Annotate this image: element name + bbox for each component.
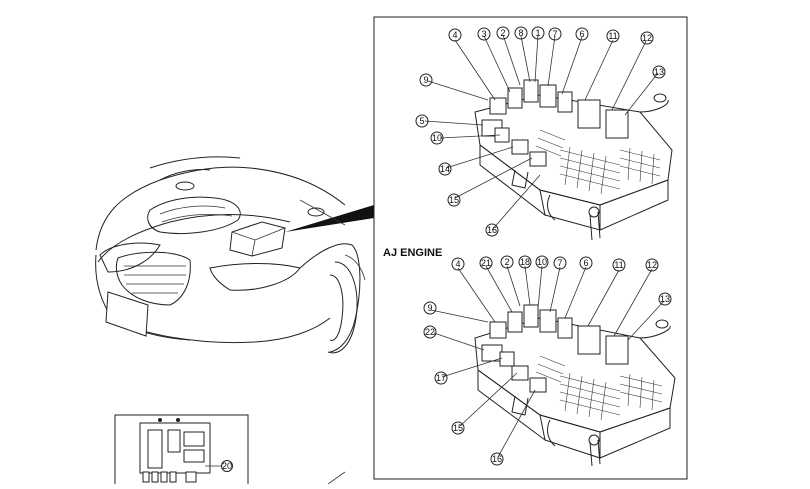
callout-top-7: 7 (548, 27, 562, 41)
callout-top-5: 5 (415, 114, 429, 128)
callout-top-1: 1 (531, 26, 545, 40)
callout-top-6: 6 (575, 27, 589, 41)
callout-top-9: 9 (419, 73, 433, 87)
svg-text:6: 6 (583, 258, 588, 268)
svg-text:7: 7 (552, 29, 557, 39)
callout-top-8: 8 (514, 26, 528, 40)
svg-text:13: 13 (660, 294, 670, 304)
callout-top-16: 16 (485, 223, 499, 237)
fuse-box-top (474, 79, 673, 241)
svg-text:9: 9 (423, 75, 428, 85)
svg-text:21: 21 (481, 258, 491, 268)
svg-text:14: 14 (440, 164, 450, 174)
svg-text:16: 16 (492, 454, 502, 464)
svg-text:7: 7 (557, 258, 562, 268)
callout-top-4: 4 (448, 28, 462, 42)
svg-text:12: 12 (642, 33, 652, 43)
callout-bottom-15: 15 (451, 421, 465, 435)
svg-text:16: 16 (487, 225, 497, 235)
svg-text:9: 9 (427, 303, 432, 313)
svg-text:4: 4 (455, 259, 460, 269)
leaders-top (424, 34, 659, 231)
callout-bottom-21: 21 (479, 256, 493, 270)
callout-bottom-2: 2 (500, 255, 514, 269)
svg-text:5: 5 (419, 116, 424, 126)
callout-bottom-18: 18 (518, 255, 532, 269)
callout-inset-20: 20 (222, 461, 232, 471)
svg-text:10: 10 (432, 133, 442, 143)
callout-top-3: 3 (477, 27, 491, 41)
svg-text:15: 15 (453, 423, 463, 433)
svg-text:13: 13 (654, 67, 664, 77)
svg-text:1: 1 (535, 28, 540, 38)
callout-top-10: 10 (430, 131, 444, 145)
callout-bottom-12: 12 (645, 258, 659, 272)
callout-bottom-9: 9 (423, 301, 437, 315)
svg-text:11: 11 (614, 260, 623, 270)
interior-fuse-panel-inset: 20 (114, 414, 346, 485)
callout-top-13: 13 (652, 65, 666, 79)
callout-top-12: 12 (640, 31, 654, 45)
svg-text:18: 18 (520, 257, 530, 267)
svg-text:2: 2 (504, 257, 509, 267)
callout-top-11: 11 (606, 29, 620, 43)
callouts-top: 4 3 2 8 1 7 6 11 12 9 13 5 10 14 15 16 (415, 26, 666, 237)
callout-top-15: 15 (447, 193, 461, 207)
callout-top-14: 14 (438, 162, 452, 176)
callout-bottom-16: 16 (490, 452, 504, 466)
svg-text:8: 8 (518, 28, 523, 38)
svg-text:4: 4 (452, 30, 457, 40)
svg-text:2: 2 (500, 28, 505, 38)
svg-text:17: 17 (436, 373, 446, 383)
aj-engine-title: AJ ENGINE (383, 247, 442, 259)
svg-text:22: 22 (425, 327, 435, 337)
leaders-bottom (430, 265, 665, 458)
callout-top-2: 2 (496, 26, 510, 40)
callout-bottom-13: 13 (658, 292, 672, 306)
callout-bottom-11: 11 (612, 258, 626, 272)
callout-bottom-4: 4 (451, 257, 465, 271)
fuse-box-bottom (474, 304, 676, 467)
svg-text:15: 15 (449, 195, 459, 205)
callout-bottom-22: 22 (423, 325, 437, 339)
svg-text:12: 12 (647, 260, 657, 270)
car-front-illustration (95, 156, 374, 354)
svg-text:6: 6 (579, 29, 584, 39)
svg-text:3: 3 (481, 29, 486, 39)
callouts-bottom: 4 21 2 18 10 7 6 11 12 9 13 22 17 15 16 (423, 255, 672, 466)
callout-bottom-7: 7 (553, 256, 567, 270)
callout-bottom-17: 17 (434, 371, 448, 385)
callout-bottom-6: 6 (579, 256, 593, 270)
callout-bottom-10: 10 (535, 255, 549, 269)
svg-text:10: 10 (537, 257, 547, 267)
svg-text:11: 11 (608, 31, 617, 41)
